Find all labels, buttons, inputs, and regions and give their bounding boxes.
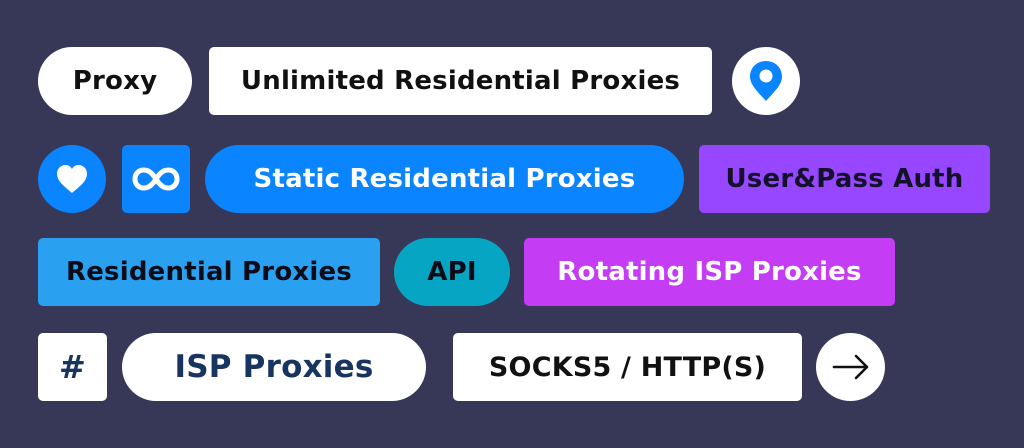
tag-user-pass-auth[interactable]: User&Pass Auth <box>699 145 990 213</box>
heart-tag[interactable] <box>38 145 106 213</box>
location-tag[interactable] <box>732 47 800 115</box>
location-pin-icon <box>748 59 784 103</box>
tag-label: Residential Proxies <box>66 257 352 287</box>
arrow-right-icon <box>832 354 870 380</box>
tag-static-residential-proxies[interactable]: Static Residential Proxies <box>205 145 684 213</box>
tag-rotating-isp-proxies[interactable]: Rotating ISP Proxies <box>524 238 895 306</box>
tag-label: Static Residential Proxies <box>253 164 636 194</box>
tag-label: Rotating ISP Proxies <box>557 257 862 287</box>
hash-tag[interactable]: # <box>38 333 107 401</box>
infinity-icon <box>131 166 181 192</box>
tag-label: Proxy <box>72 66 158 96</box>
tag-socks5-https[interactable]: SOCKS5 / HTTP(S) <box>453 333 802 401</box>
tag-label: User&Pass Auth <box>725 164 964 194</box>
tag-residential-proxies[interactable]: Residential Proxies <box>38 238 380 306</box>
tag-label: API <box>427 257 477 287</box>
tag-isp-proxies[interactable]: ISP Proxies <box>122 333 426 401</box>
tag-api[interactable]: API <box>394 238 510 306</box>
infinity-tag[interactable] <box>122 145 190 213</box>
heart-icon <box>55 163 89 195</box>
tag-label: SOCKS5 / HTTP(S) <box>488 351 767 383</box>
tag-unlimited-residential-proxies[interactable]: Unlimited Residential Proxies <box>209 47 712 115</box>
tag-proxy[interactable]: Proxy <box>38 47 192 115</box>
tag-label: ISP Proxies <box>174 349 374 385</box>
tag-label: Unlimited Residential Proxies <box>240 66 681 96</box>
arrow-tag[interactable] <box>816 333 885 401</box>
hash-icon: # <box>58 348 86 386</box>
